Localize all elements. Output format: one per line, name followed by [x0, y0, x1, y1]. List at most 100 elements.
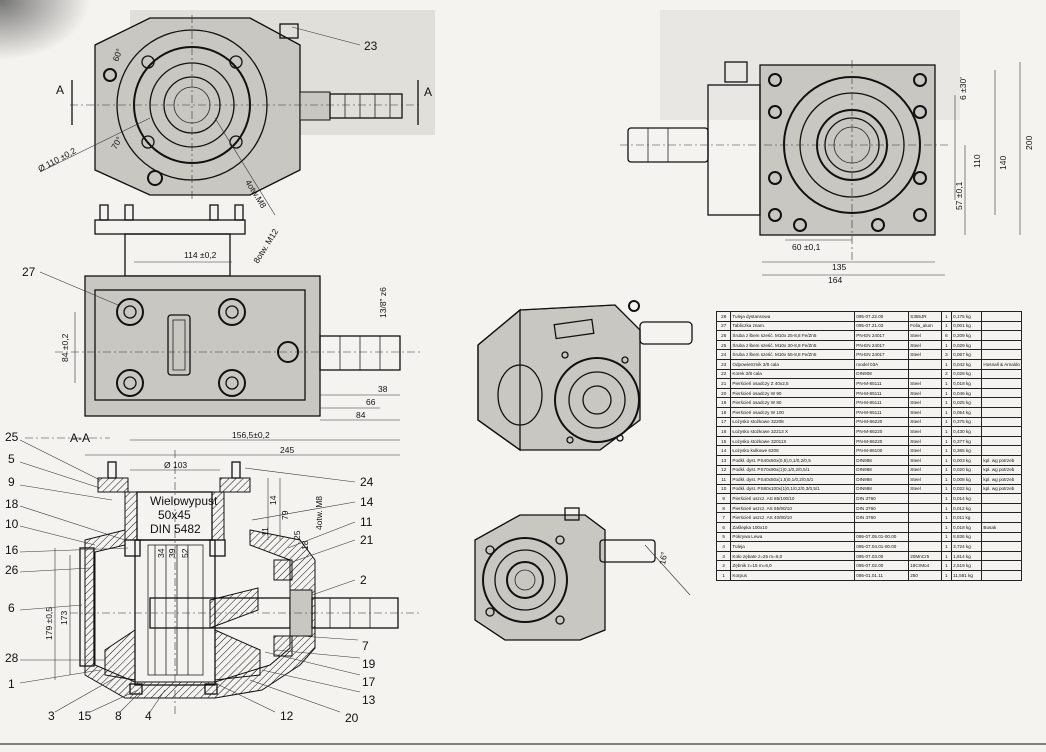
- bom-cell: [981, 493, 1022, 504]
- callout-20: 20: [345, 711, 359, 725]
- bom-cell: PN-EN 24017: [854, 349, 910, 360]
- bom-cell: Steel: [908, 387, 942, 399]
- bom-cell: 0,018 kg: [951, 378, 983, 389]
- bom-cell: Steel: [908, 464, 942, 476]
- bom-cell: [981, 311, 1022, 322]
- view-marker-right: A: [424, 85, 432, 99]
- dim-front-shaft: 13/8" z6: [378, 287, 388, 318]
- bom-cell: Pokrywa Lewa: [730, 531, 856, 543]
- bom-cell: Pierścień uszcz. AS 55/90/10: [730, 502, 856, 514]
- dim-section-m8: 4otw. M8: [314, 496, 324, 530]
- bom-cell: 0,025 kg: [951, 397, 983, 408]
- dim-front-114: 114 ±0,2: [184, 250, 217, 260]
- bom-cell: 0,430 kg: [951, 426, 983, 437]
- dim-section-173: 173: [59, 611, 69, 625]
- bom-cell: 1: [940, 474, 953, 485]
- dim-section-18: 18: [300, 540, 310, 550]
- bom-cell: Pierścień osadczy W 90: [730, 387, 856, 399]
- callout-10: 10: [5, 517, 19, 531]
- bom-cell: 095-07.05.01-00.00: [854, 531, 910, 543]
- bom-cell: Korpus: [730, 570, 856, 581]
- bom-cell: Steel: [908, 435, 942, 447]
- bom-cell: [981, 445, 1022, 456]
- callout-15: 15: [78, 709, 92, 723]
- bom-cell: Podkł. dyst. PS40x50x(1,5)0,1/0,2/0,5/1: [730, 474, 856, 485]
- dim-section-11: 11: [260, 527, 270, 536]
- bom-cell: Łożysko stożkowe 32213 X: [730, 426, 856, 437]
- bom-cell: [981, 541, 1022, 552]
- bom-cell: 0,377 kg: [951, 435, 983, 447]
- bom-cell: Podkł. dyst. PS80x100x(1)0,1/0,2/0,3/0,5…: [730, 483, 856, 495]
- bom-cell: Śruba z łbem sześć. M10x 55-8,8 Fe/Zn5: [730, 349, 856, 360]
- bom-cell: Koło zębate z=25 m=6,0: [730, 550, 856, 562]
- bom-cell: [981, 330, 1022, 341]
- dim-side-60: 60 ±0,1: [792, 242, 821, 252]
- bom-cell: Pierścień osadczy W 80: [730, 397, 856, 408]
- dim-side-164: 164: [828, 275, 842, 285]
- bom-cell: [908, 522, 942, 533]
- dim-side-110: 110: [972, 154, 982, 168]
- dim-section-39: 39: [167, 548, 177, 558]
- bom-cell: Folia_alum: [908, 320, 942, 332]
- bom-cell: 0,008 kg: [951, 474, 983, 485]
- view-marker-left: A: [56, 83, 64, 97]
- callout-1: 1: [8, 677, 15, 691]
- bom-cell: 1: [940, 406, 953, 418]
- callout-12: 12: [280, 709, 294, 723]
- bom-cell: Pierścień uszcz. AS 40/80/10: [730, 512, 856, 524]
- dim-section-34: 34: [156, 548, 166, 558]
- bom-cell: model 03A: [854, 358, 910, 370]
- bom-cell: 16: [715, 426, 732, 437]
- bom-cell: 26: [715, 330, 732, 341]
- bom-cell: 23: [715, 358, 732, 370]
- dim-section-14: 14: [268, 495, 278, 505]
- bom-cell: 1: [940, 541, 953, 552]
- bom-cell: Steel: [908, 406, 942, 418]
- bom-cell: [854, 522, 910, 533]
- bom-cell: Steel: [908, 330, 942, 341]
- bom-cell: 0,003 kg: [951, 454, 983, 466]
- bom-cell: 095-07.03.00: [854, 550, 910, 562]
- bom-cell: [981, 339, 1022, 351]
- section-label: A-A: [70, 431, 90, 445]
- bom-cell: 0,067 kg: [951, 349, 983, 360]
- bom-cell: 1: [940, 435, 953, 447]
- bom-cell: [981, 406, 1022, 418]
- bom-cell: Pierścień osadczy W 100: [730, 406, 856, 418]
- bom-cell: 1: [940, 522, 953, 533]
- bom-cell: 095-01.01.11: [854, 570, 910, 581]
- bom-cell: 1: [940, 502, 953, 514]
- bom-cell: [908, 502, 942, 514]
- callout-8: 8: [115, 709, 122, 723]
- bom-cell: 18CrMo4: [908, 560, 942, 572]
- bom-cell: [981, 349, 1022, 360]
- bom-cell: [981, 550, 1022, 562]
- bom-cell: PN-EN 24017: [854, 339, 910, 351]
- bom-cell: [981, 435, 1022, 447]
- bom-cell: 9: [715, 493, 732, 504]
- bom-cell: 0,022 kg: [951, 483, 983, 495]
- bom-cell: 0,365 kg: [951, 445, 983, 456]
- dim-side-57: 57 ±0,1: [954, 181, 964, 210]
- bom-cell: Steel: [908, 483, 942, 495]
- dim-front-84: 84 ±0,2: [60, 333, 70, 362]
- bom-cell: 1: [940, 387, 953, 399]
- bom-cell: 1: [940, 397, 953, 408]
- dim-front-66: 66: [366, 397, 376, 407]
- top-view: [39, 15, 420, 216]
- dim-iso-angle: 16°: [657, 551, 669, 565]
- bom-cell: 0,020 kg: [951, 464, 983, 476]
- callout-23: 23: [364, 39, 378, 53]
- bom-cell: 8: [715, 502, 732, 514]
- bom-cell: Hosnall & Arnaldo: [981, 358, 1022, 370]
